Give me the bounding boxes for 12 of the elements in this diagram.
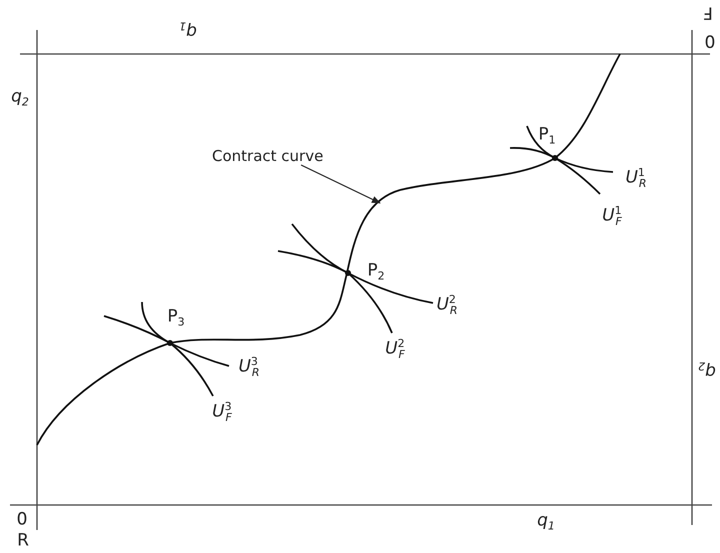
contract-curve — [36, 54, 621, 446]
axis-label: 0 — [16, 512, 28, 528]
axis-label: F — [703, 4, 713, 20]
axis-label: R — [17, 532, 29, 550]
leader-line — [300, 164, 381, 204]
curve-label: Contract curve — [212, 147, 324, 165]
axis-label: 0 — [704, 32, 716, 48]
point-label: P$_{1}$ — [538, 126, 556, 146]
axis-label: q$_{1}$ — [537, 512, 555, 532]
axis-label: q$_{2}$ — [11, 88, 29, 108]
point-label: P$_{2}$ — [367, 262, 385, 282]
point-label: P$_{3}$ — [167, 308, 185, 328]
